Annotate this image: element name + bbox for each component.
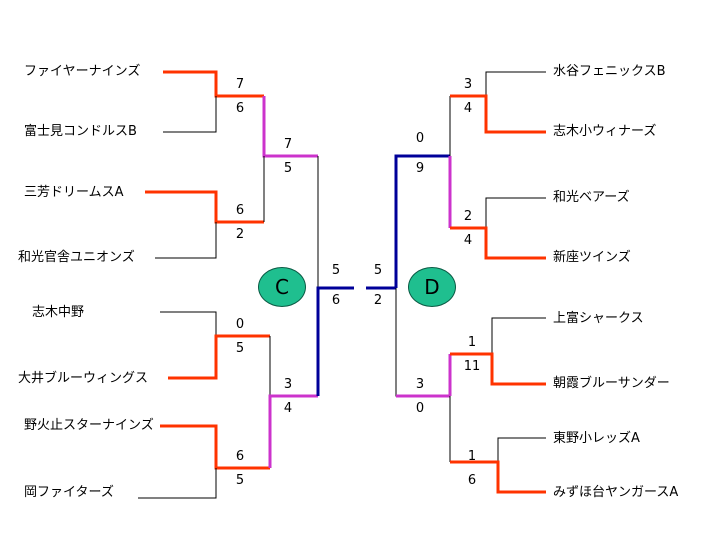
right-team-7: 東野小レッズA — [553, 431, 640, 446]
score-right-r2-m1-bottom: 9 — [415, 161, 425, 176]
left-team-7: 野火止スターナインズ — [24, 418, 154, 433]
bracket-line-r-semi-top — [394, 154, 450, 288]
score-left-r1-m2-bottom: 2 — [235, 227, 245, 242]
block-d-circle: D — [408, 267, 456, 307]
left-team-8: 岡ファイターズ — [24, 485, 114, 500]
score-left-r1-m1-bottom: 6 — [235, 101, 245, 116]
score-left-r2-m2-top: 3 — [283, 377, 293, 392]
bracket-line-lr1-m1-bottom — [163, 96, 217, 133]
score-left-r2-m2-bottom: 4 — [283, 401, 293, 416]
score-right-r2-m2-top: 3 — [415, 377, 425, 392]
left-team-3: 三芳ドリームスA — [24, 185, 124, 200]
bracket-line-lr1-m2-bottom — [155, 222, 217, 259]
left-team-5: 志木中野 — [32, 305, 85, 320]
score-left-r1-m3-bottom: 5 — [235, 341, 245, 356]
score-center-left-top: 5 — [331, 263, 341, 278]
bracket-line-l-semi-bottom — [316, 286, 354, 396]
right-team-4: 新座ツインズ — [553, 250, 631, 265]
left-team-6: 大井ブルーウィングス — [18, 371, 149, 386]
score-right-r1-m2-top: 2 — [463, 209, 473, 224]
bracket-line-lr1-m3-top — [160, 311, 217, 336]
bracket-line-rr1-m1-bottom — [450, 94, 546, 134]
bracket-line-rr1-m4-top — [497, 437, 546, 462]
score-right-r2-m2-bottom: 0 — [415, 401, 425, 416]
score-center-right-top: 5 — [373, 263, 383, 278]
score-left-r1-m2-top: 6 — [235, 203, 245, 218]
block-c-label: C — [275, 275, 289, 299]
bracket-line-lr1-m1-top — [163, 70, 264, 98]
block-c-circle: C — [258, 267, 306, 307]
bracket-line-rr1-m3-top — [491, 317, 546, 354]
score-right-r1-m3-top: 1 — [467, 335, 477, 350]
right-team-3: 和光ベアーズ — [553, 190, 630, 205]
bracket-line-lr1-m4-bottom — [138, 468, 217, 499]
left-team-2: 富士見コンドルスB — [24, 124, 137, 139]
bracket-line-lr2-m2-bottom — [268, 394, 318, 468]
score-right-r1-m1-top: 3 — [463, 77, 473, 92]
right-team-1: 水谷フェニックスB — [553, 64, 666, 79]
score-left-r2-m1-top: 7 — [283, 137, 293, 152]
score-right-r1-m4-bottom: 6 — [467, 473, 477, 488]
bracket-line-rr1-m2-top — [485, 197, 546, 228]
score-left-r2-m1-bottom: 5 — [283, 161, 293, 176]
block-d-label: D — [424, 275, 440, 299]
score-right-r2-m1-top: 0 — [415, 131, 425, 146]
score-center-left-bottom: 6 — [331, 293, 341, 308]
left-team-1: ファイヤーナインズ — [24, 64, 141, 79]
bracket-line-rr1-m4-bottom — [450, 460, 546, 494]
bracket-line-lr1-m4-top — [160, 424, 270, 470]
score-right-r1-m4-top: 1 — [467, 449, 477, 464]
score-right-r1-m3-bottom: 11 — [463, 359, 481, 374]
score-left-r1-m1-top: 7 — [235, 77, 245, 92]
left-team-4: 和光官舎ユニオンズ — [18, 250, 135, 265]
score-left-r1-m3-top: 0 — [235, 317, 245, 332]
right-team-5: 上富シャークス — [553, 311, 644, 326]
score-right-r1-m2-bottom: 4 — [463, 233, 473, 248]
right-team-8: みずほ台ヤンガースA — [553, 485, 679, 500]
score-right-r1-m1-bottom: 4 — [463, 101, 473, 116]
bracket-line-rr1-m3-bottom — [450, 352, 546, 386]
bracket-line-lr1-m3-bottom — [168, 334, 270, 380]
bracket-line-rr1-m2-bottom — [450, 226, 546, 260]
score-left-r1-m4-top: 6 — [235, 449, 245, 464]
bracket-line-lr1-m2-top — [145, 190, 264, 224]
score-left-r1-m4-bottom: 5 — [235, 473, 245, 488]
right-team-6: 朝霞ブルーサンダー — [553, 376, 670, 391]
score-center-right-bottom: 2 — [373, 293, 383, 308]
bracket-line-rr1-m1-top — [485, 71, 546, 96]
right-team-2: 志木小ウィナーズ — [553, 124, 657, 139]
